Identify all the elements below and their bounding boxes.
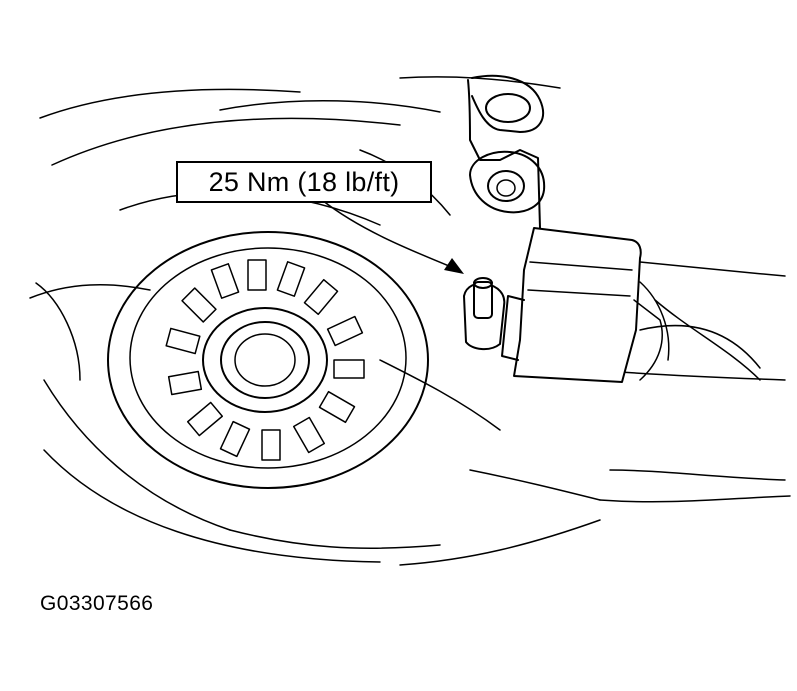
spring-seat xyxy=(107,231,429,489)
figure-id: G03307566 xyxy=(40,592,154,615)
seat-slots xyxy=(165,259,365,461)
bushing xyxy=(501,227,670,383)
background-contours xyxy=(29,76,791,566)
stud-nut xyxy=(463,277,506,350)
torque-label: 25 Nm (18 lb/ft) xyxy=(208,166,400,197)
torque-callout: 25 Nm (18 lb/ft) xyxy=(176,161,432,203)
leader-arrow xyxy=(321,199,464,274)
upper-bracket xyxy=(467,74,546,229)
